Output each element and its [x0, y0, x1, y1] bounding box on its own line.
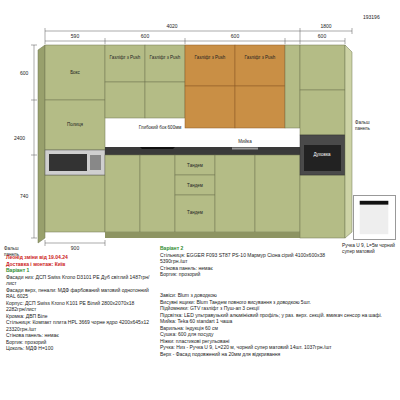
dimension: 2400	[14, 135, 25, 141]
spec-line: Стінова панель: немає	[6, 332, 152, 339]
handle-caption: Ручка U 9, L=5м чорний супер матовий	[342, 243, 398, 255]
handle-profile	[354, 196, 395, 239]
spec-line: Цоколь: МДФ Н=100	[6, 345, 152, 352]
callout-label: Тандем	[187, 183, 203, 189]
dimension: 600	[231, 33, 239, 39]
callout-label: Полиця	[67, 122, 83, 128]
callout-label: Газліфт з Push	[240, 55, 280, 61]
spec-line: Леонід зміни від 19.04.24	[6, 254, 152, 261]
dimension: 600	[318, 33, 326, 39]
spec-line: Бортик: прозорий	[160, 271, 335, 278]
spec-line: Фасади верх, пенали: МДФ фарбований мато…	[6, 287, 152, 300]
spec-line: Стільниця: EGGER F093 ST87 PS-10 Мармур …	[160, 252, 335, 265]
dimension: 600	[20, 70, 28, 76]
dimension: 600	[141, 33, 149, 39]
spec-line: Верх - Фасад подовжений на 20мм для відк…	[160, 351, 394, 358]
callout-label: Фальш панель	[355, 120, 385, 131]
spec-line: Висувні ящики: Blum Тандем повного висув…	[160, 299, 394, 306]
spec-line: Кромка: ДВП Біле	[6, 313, 152, 320]
callout-label: Газліфт з Push	[148, 55, 182, 61]
spec-line: Бортик: прозорий	[6, 339, 152, 346]
callout-label: Газліфт з Push	[108, 55, 142, 61]
spec-block: Варіант 2Стільниця: EGGER F093 ST87 PS-1…	[160, 245, 335, 278]
spec-line: Завіси: Blum з доводкою	[160, 292, 394, 299]
dimension: 4020	[166, 23, 177, 29]
callout-label: Глибокий бок 600мм	[139, 125, 182, 131]
dimension: 740	[20, 193, 28, 199]
dimension: 900	[71, 245, 79, 251]
callout-label: Мийка	[238, 139, 251, 145]
spec-line: Варильна: індукція 60 см	[160, 325, 394, 332]
spec-line: Фасади низ: ДСП Swiss Krono D3101 PE Дуб…	[6, 274, 152, 287]
spec-line: Варіант 1	[6, 267, 152, 274]
callout-label: Бокс	[70, 70, 80, 76]
spec-block: Леонід зміни від 19.04.24Доставка і монт…	[6, 254, 152, 352]
spec-line: Ніжки: пластикові регульовані	[160, 338, 394, 345]
callout-label: Газліфт з Push	[190, 55, 230, 61]
spec-line: Підйомники: GTV газліфт з Пуш-ап 3 секці…	[160, 305, 394, 312]
spec-line: Сушка: 600 для посуду	[160, 331, 394, 338]
spec-line: Підсвітка: LED ультравузький алюмінієвий…	[160, 312, 394, 319]
spec-line: Доставка і монтаж: Київ	[6, 261, 152, 268]
spec-line: Корпус: ДСП Swiss Krono K101 PE Білий 28…	[6, 300, 152, 313]
handle-sample: Ручка U 9, L=5м чорний супер матовий	[353, 195, 396, 240]
spec-line: Стільниця: Компакт плита HPL 3669 чорне …	[6, 319, 152, 332]
spec-line: Стінова панель: немає	[160, 265, 335, 272]
callout-label: Тандем	[187, 210, 203, 216]
spec-line: Варіант 2	[160, 245, 335, 252]
callout-label: Тандем	[187, 163, 203, 169]
spec-line: Мийка: Teka 60 standart 1 чаша	[160, 318, 394, 325]
spec-line: Ручка: Низ - Ручка U 9, L=220 м, чорний …	[160, 344, 394, 351]
callout-label: Духовка	[313, 152, 330, 158]
spec-block: Завіси: Blum з доводкоюВисувні ящики: Bl…	[160, 292, 394, 357]
dimension: 1800	[320, 23, 331, 29]
order-number: 193196	[363, 14, 380, 20]
dimension: 590	[71, 33, 79, 39]
